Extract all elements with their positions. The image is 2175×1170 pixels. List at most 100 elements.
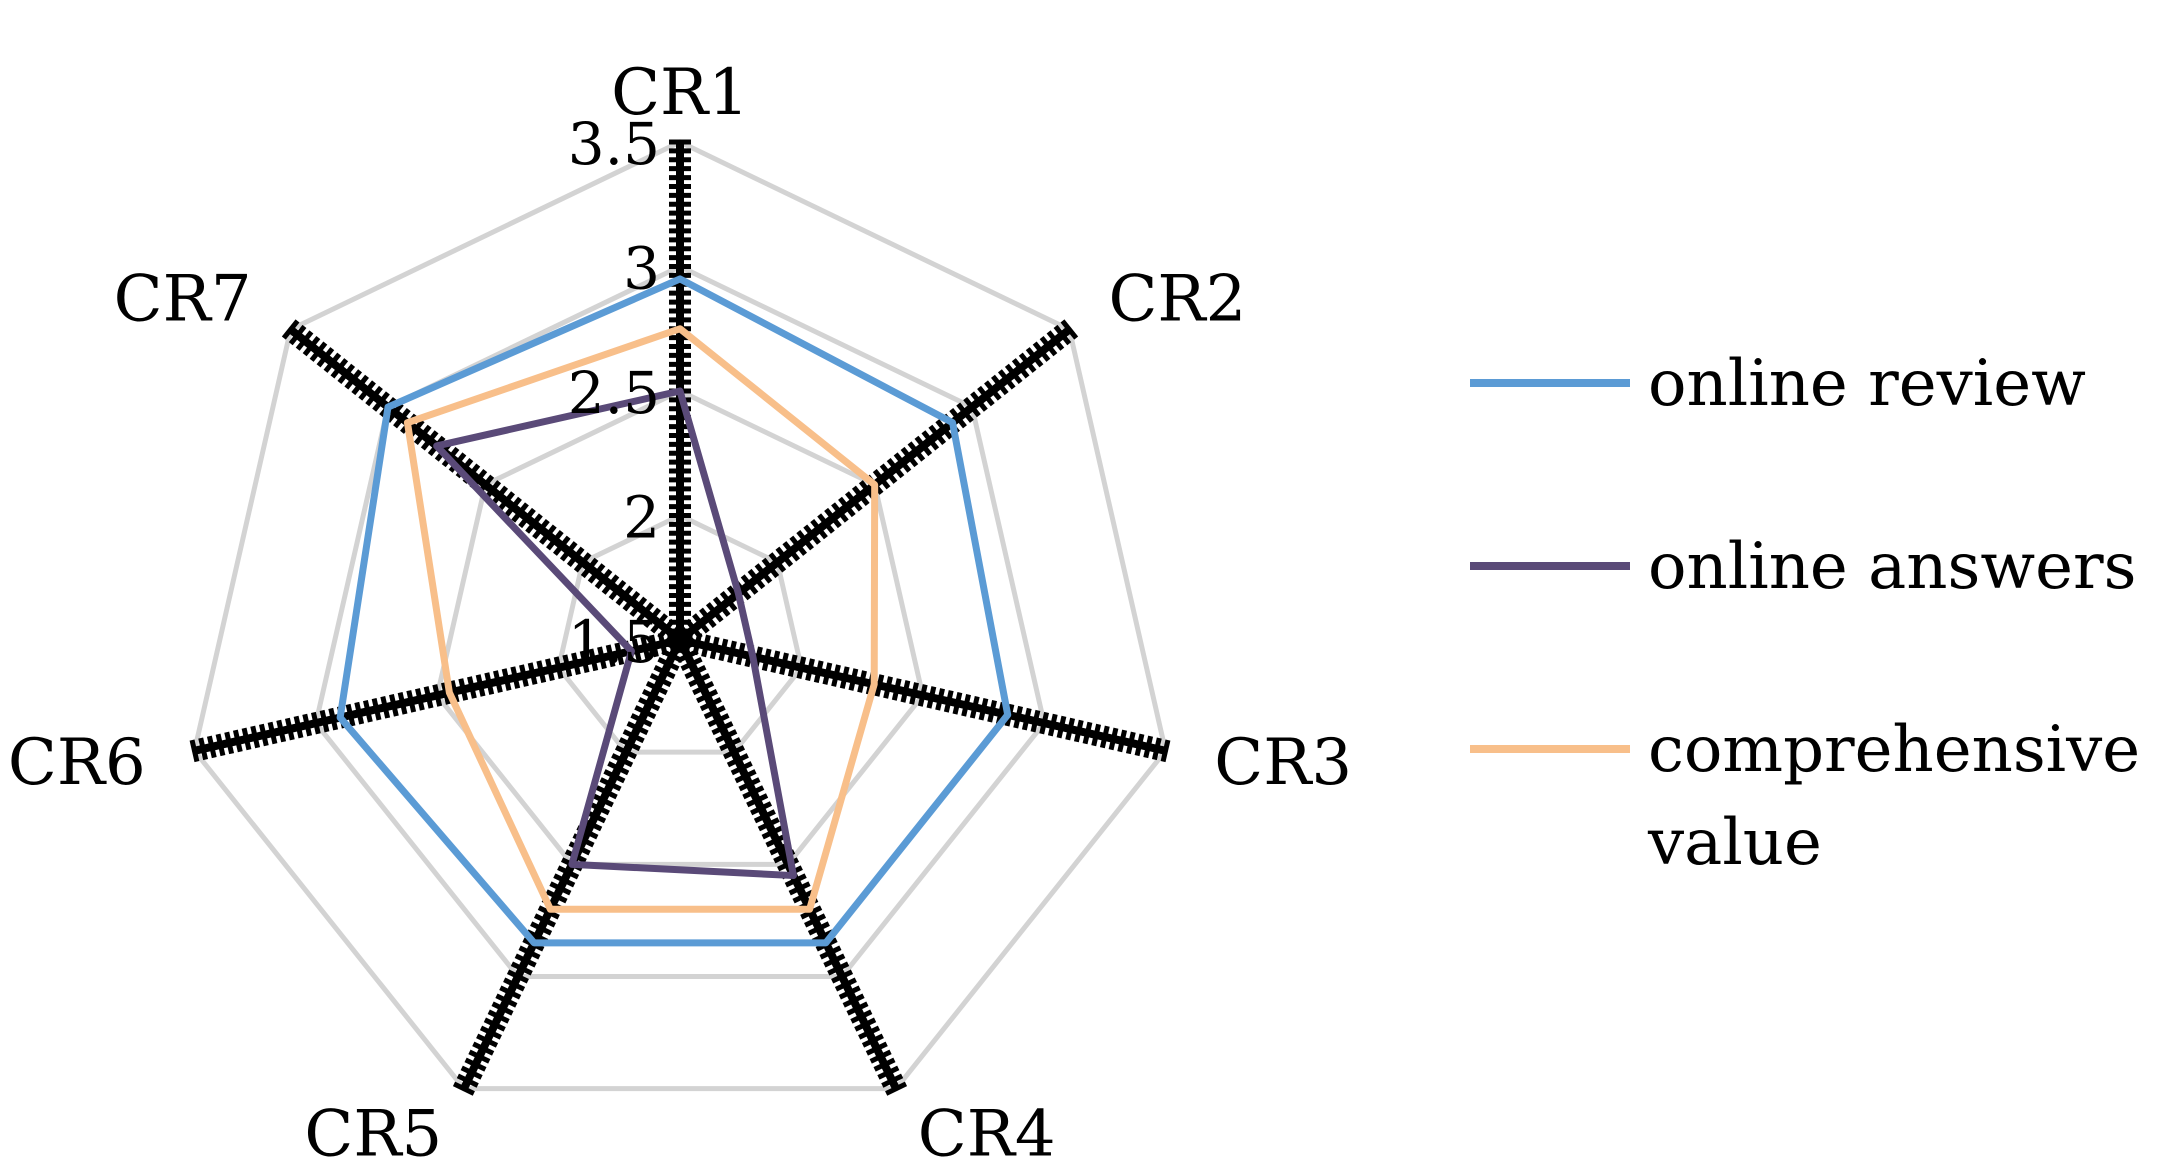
axis-tick-mark xyxy=(696,689,719,704)
axis-tick-mark xyxy=(553,873,576,888)
legend-label: online review xyxy=(1648,347,2086,421)
axis-tick-mark xyxy=(552,535,571,556)
axis-tick-mark xyxy=(711,721,734,736)
axis-tick-mark xyxy=(768,552,787,573)
axis-tick-mark xyxy=(712,596,731,617)
axis-tick-mark xyxy=(823,953,846,968)
axis-tick-mark xyxy=(1099,725,1110,749)
axis-tick-mark xyxy=(997,369,1016,390)
axis-tick-mark xyxy=(597,646,607,670)
axis-tick-mark xyxy=(393,408,411,429)
axis-tick-mark xyxy=(747,568,766,590)
axis-tick-mark xyxy=(479,1025,502,1040)
axis-tick-mark xyxy=(900,680,911,703)
axis-tick-mark xyxy=(415,688,425,711)
axis-tick-mark xyxy=(323,352,342,373)
axis-tick-mark xyxy=(645,681,668,696)
axis-tick-mark xyxy=(545,889,568,904)
axis-tick-mark xyxy=(316,347,335,368)
axis-tick-mark xyxy=(1056,715,1067,739)
axis-tick-mark xyxy=(309,341,328,362)
tick-label: 3.5 xyxy=(568,110,660,178)
axis-tick-mark xyxy=(618,737,641,752)
axis-tick-mark xyxy=(1046,330,1065,351)
axis-tick-mark xyxy=(757,817,780,832)
axis-tick-mark xyxy=(926,686,937,709)
axis-tick-mark xyxy=(978,697,989,721)
axis-tick-mark xyxy=(293,715,304,739)
tick-label: 2.5 xyxy=(568,359,660,427)
axis-tick-mark xyxy=(605,644,616,668)
axis-tick-mark xyxy=(358,380,376,401)
axis-tick-mark xyxy=(730,761,753,776)
axis-tick-mark xyxy=(337,363,356,385)
axis-tick-mark xyxy=(824,507,842,529)
axis-tick-mark xyxy=(302,335,321,357)
legend-label: online answers xyxy=(1648,530,2136,604)
axis-tick-mark xyxy=(807,921,830,936)
axis-tick-mark xyxy=(351,374,369,396)
axis-tick-mark xyxy=(386,402,404,423)
category-label-cr1: CR1 xyxy=(611,56,749,130)
axis-tick-mark xyxy=(885,1081,908,1096)
axis-tick-mark xyxy=(692,681,715,696)
axis-tick-mark xyxy=(449,680,460,703)
axis-tick-mark xyxy=(630,713,653,728)
axis-tick-mark xyxy=(330,358,349,379)
axis-tick-mark xyxy=(792,889,815,904)
axis-tick-mark xyxy=(510,666,521,689)
axis-tick-mark xyxy=(657,618,675,640)
axis-tick-mark xyxy=(380,696,391,719)
legend-label: comprehensive xyxy=(1648,713,2140,787)
axis-tick-mark xyxy=(1053,324,1072,346)
axis-tick-mark xyxy=(709,636,720,660)
axis-tick-mark xyxy=(707,713,730,728)
axis-tick-mark xyxy=(784,873,807,888)
axis-tick-mark xyxy=(1091,723,1102,747)
axis-tick-mark xyxy=(740,574,759,595)
axis-tick-mark xyxy=(970,391,988,412)
axis-tick-mark xyxy=(761,825,784,840)
axis-tick-mark xyxy=(738,777,761,792)
axis-tick-mark xyxy=(580,557,599,579)
axis-tick-mark xyxy=(787,654,798,678)
axis-tick-mark xyxy=(857,670,867,693)
axis-tick-mark xyxy=(779,652,789,676)
axis-tick-mark xyxy=(1021,707,1032,731)
axis-tick-mark xyxy=(476,1033,499,1048)
axis-tick-mark xyxy=(497,491,515,512)
axis-tick-mark xyxy=(907,441,926,462)
axis-tick-mark xyxy=(746,793,769,808)
axis-tick-mark xyxy=(413,424,432,446)
axis-tick-mark xyxy=(813,660,824,683)
axis-tick-mark xyxy=(1125,731,1136,755)
axis-tick-mark xyxy=(490,485,509,506)
tick-label: 1.5 xyxy=(568,608,660,676)
axis-tick-mark xyxy=(845,491,863,512)
axis-tick-mark xyxy=(1011,358,1030,379)
axis-tick-mark xyxy=(684,665,707,680)
axis-tick-mark xyxy=(854,1017,877,1032)
axis-tick-mark xyxy=(595,785,618,800)
axis-tick-mark xyxy=(839,666,850,689)
axis-tick-mark xyxy=(726,753,749,768)
axis-tick-mark xyxy=(969,696,980,719)
axis-tick-mark xyxy=(588,648,599,672)
axis-tick-mark xyxy=(562,654,573,678)
axis-tick-mark xyxy=(961,694,971,717)
axis-tick-mark xyxy=(848,668,859,691)
axis-tick-mark xyxy=(591,793,614,808)
axis-tick-mark xyxy=(1004,363,1023,385)
axis-tick-mark xyxy=(846,1001,869,1016)
axis-tick-mark xyxy=(506,969,529,984)
axis-tick-mark xyxy=(288,324,307,346)
axis-tick-mark xyxy=(782,541,801,562)
axis-tick-mark xyxy=(608,579,627,601)
axis-tick-mark xyxy=(372,391,390,412)
axis-tick-mark xyxy=(504,496,522,518)
axis-tick-mark xyxy=(189,739,200,763)
axis-tick-mark xyxy=(963,396,981,418)
axis-tick-mark xyxy=(1082,721,1093,745)
axis-tick-mark xyxy=(664,624,682,645)
axis-tick-mark xyxy=(914,435,933,457)
